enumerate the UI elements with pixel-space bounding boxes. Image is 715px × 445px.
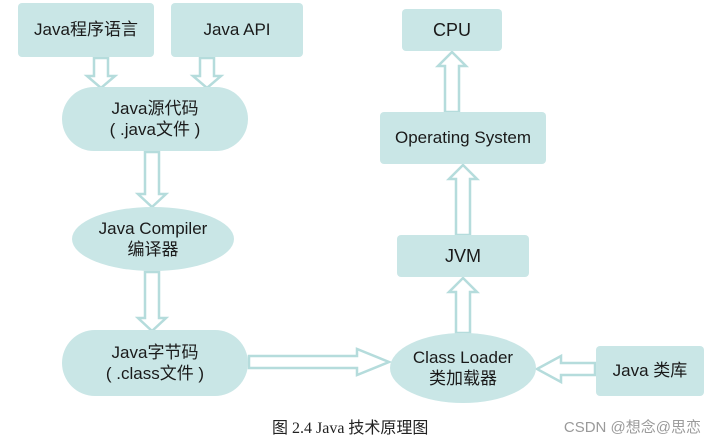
node-class-loader: Class Loader 类加载器 <box>390 333 536 403</box>
node-operating-system: Operating System <box>380 112 546 164</box>
arrow-compiler-to-bytecode <box>134 270 170 333</box>
node-java-api: Java API <box>171 3 303 57</box>
node-java-library: Java 类库 <box>596 346 704 396</box>
node-java-language: Java程序语言 <box>18 3 154 57</box>
node-java-language-label: Java程序语言 <box>34 20 138 40</box>
node-java-library-label: Java 类库 <box>612 361 688 381</box>
arrow-library-to-loader <box>534 353 597 385</box>
node-operating-system-label: Operating System <box>394 128 532 148</box>
node-java-api-label: Java API <box>203 20 271 40</box>
node-class-loader-line1: Class Loader <box>412 347 514 367</box>
node-class-loader-line2: 类加载器 <box>429 369 497 388</box>
arrow-api-to-source <box>189 56 225 90</box>
node-java-compiler-line1: Java Compiler <box>98 218 208 238</box>
arrow-source-to-compiler <box>134 150 170 209</box>
arrow-language-to-source <box>83 56 119 90</box>
node-java-compiler-line2: 编译器 <box>127 240 179 259</box>
node-jvm-label: JVM <box>445 245 481 266</box>
node-java-bytecode: Java字节码 ( .class文件 ) <box>62 330 248 396</box>
node-jvm: JVM <box>397 235 529 277</box>
arrow-os-to-cpu <box>434 50 470 114</box>
arrow-bytecode-to-loader <box>247 347 393 377</box>
watermark: CSDN @想念@思恋 <box>563 419 701 436</box>
node-java-source-line2: ( .java文件 ) <box>109 120 201 139</box>
node-java-bytecode-line1: Java字节码 <box>111 342 199 362</box>
node-cpu: CPU <box>402 9 502 51</box>
node-java-source: Java源代码 ( .java文件 ) <box>62 87 248 151</box>
node-java-bytecode-line2: ( .class文件 ) <box>105 364 205 383</box>
node-java-source-line1: Java源代码 <box>111 98 199 118</box>
node-cpu-label: CPU <box>432 19 471 40</box>
figure-caption: 图 2.4 Java 技术原理图 <box>272 420 429 437</box>
node-java-compiler: Java Compiler 编译器 <box>72 207 234 271</box>
arrow-loader-to-jvm <box>445 276 481 335</box>
arrow-jvm-to-os <box>445 163 481 237</box>
